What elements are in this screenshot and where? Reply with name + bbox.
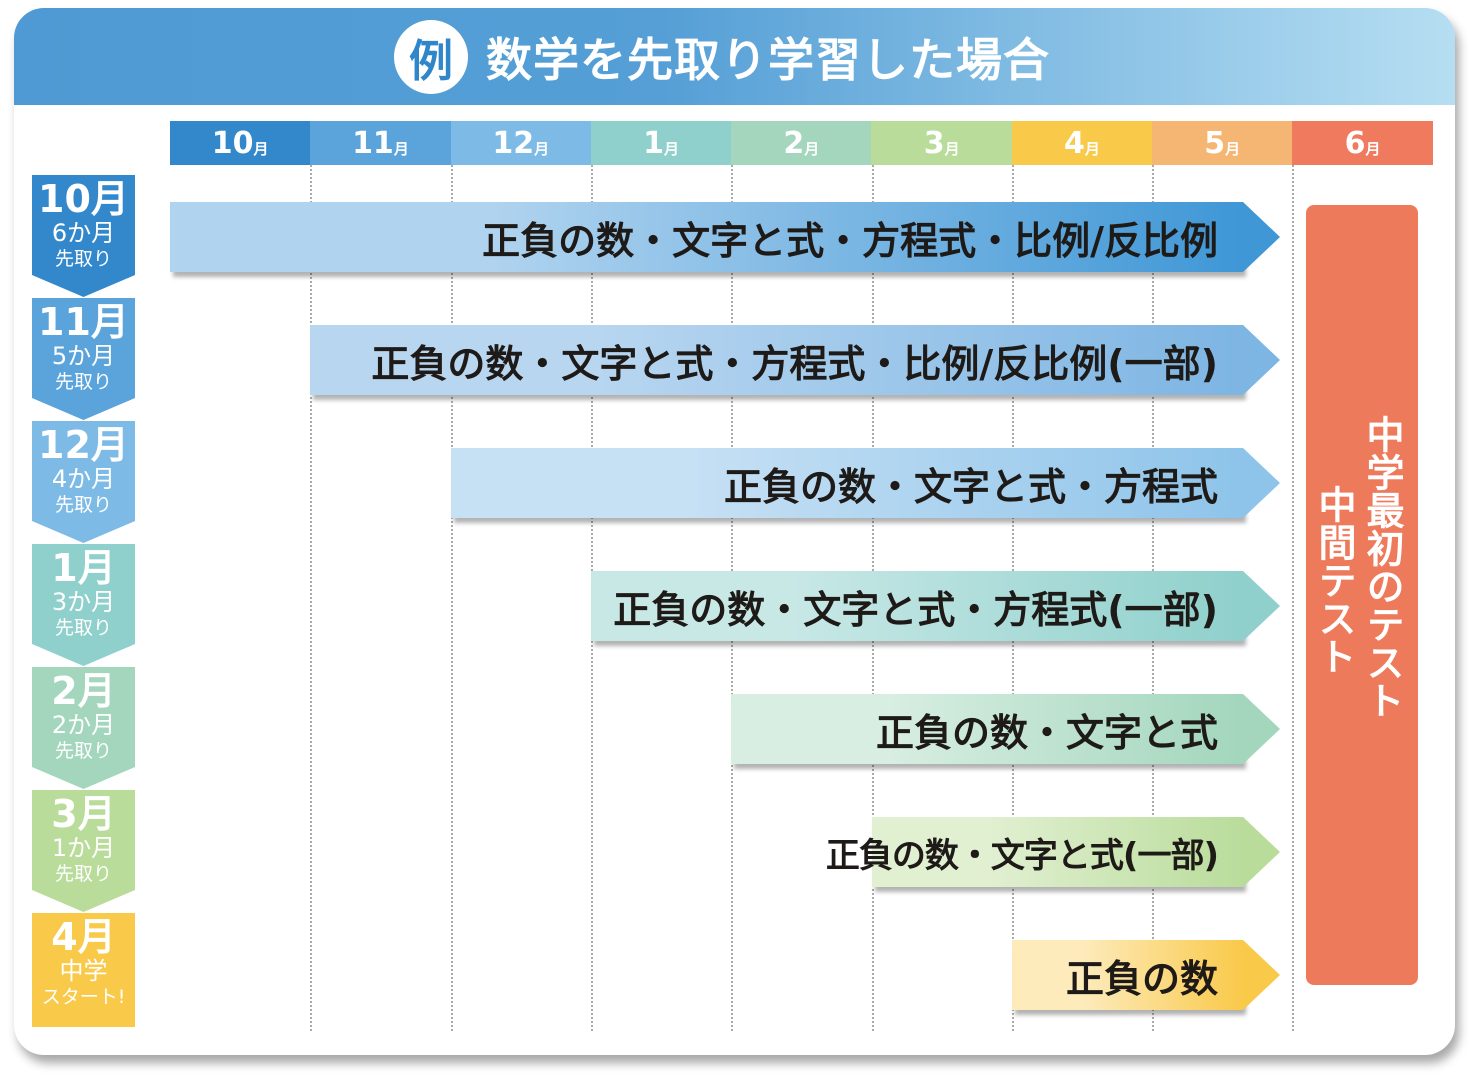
month-number: 1 — [643, 125, 664, 161]
month-unit: 月 — [1365, 139, 1381, 158]
start-month: 4月 — [51, 915, 116, 959]
start-label: 4月中学スタート! — [32, 913, 135, 1027]
midterm-test-box: 中学最初のテスト 中間テスト — [1306, 205, 1418, 985]
header-banner: 例 数学を先取り学習した場合 — [14, 8, 1455, 105]
month-unit: 月 — [1084, 139, 1100, 158]
bar-label: 正負の数・文字と式・方程式・比例/反比例 — [482, 218, 1218, 263]
bar-label: 正負の数・文字と式・方程式 — [723, 464, 1218, 509]
start-note: 先取り — [54, 371, 112, 393]
start-duration: 中学 — [59, 957, 108, 985]
arrow-head-icon — [1242, 448, 1280, 518]
month-divider — [1292, 165, 1295, 1031]
start-note: 先取り — [54, 617, 112, 639]
month-unit: 月 — [944, 139, 960, 158]
month-number: 2 — [783, 125, 805, 161]
month-number: 10 — [211, 125, 254, 161]
arrow-head-icon — [1242, 940, 1280, 1010]
month-unit: 月 — [1225, 139, 1241, 158]
bar-label: 正負の数・文字と式・方程式・比例/反比例(一部) — [371, 341, 1218, 386]
start-duration: 5か月 — [51, 342, 116, 370]
curriculum-bar: 正負の数 — [1011, 940, 1280, 1010]
bar-label: 正負の数 — [1065, 956, 1218, 1001]
start-duration: 2か月 — [51, 711, 116, 739]
start-month: 3月 — [51, 792, 116, 836]
first-test-label: 中学最初のテスト — [1360, 415, 1404, 719]
start-month: 11月 — [38, 300, 129, 344]
start-month: 1月 — [51, 546, 116, 590]
bar-label: 正負の数・文字と式 — [875, 710, 1218, 755]
month-number: 3 — [923, 125, 945, 161]
start-duration: 6か月 — [51, 219, 116, 247]
start-note: 先取り — [54, 863, 112, 885]
curriculum-bar: 正負の数・文字と式・方程式・比例/反比例 — [170, 202, 1280, 272]
start-month: 10月 — [38, 177, 129, 221]
month-unit: 月 — [804, 139, 820, 158]
month-unit: 月 — [253, 139, 269, 158]
month-divider — [450, 165, 453, 1031]
month-number: 4 — [1063, 125, 1085, 161]
month-number: 5 — [1204, 125, 1226, 161]
midterm-label: 中間テスト — [1312, 485, 1356, 675]
curriculum-bar: 正負の数・文字と式・方程式 — [450, 448, 1280, 518]
start-note: 先取り — [54, 494, 112, 516]
page-title: 数学を先取り学習した場合 — [486, 33, 1050, 87]
month-unit: 月 — [663, 139, 679, 158]
arrow-head-icon — [1242, 571, 1280, 641]
bar-label: 正負の数・文字と式(一部) — [825, 835, 1219, 876]
start-note: スタート! — [41, 986, 126, 1008]
curriculum-bar: 正負の数・文字と式 — [731, 694, 1280, 764]
month-unit: 月 — [534, 139, 550, 158]
arrow-head-icon — [1243, 817, 1280, 887]
arrow-head-icon — [1243, 202, 1280, 272]
curriculum-bar: 正負の数・文字と式・方程式(一部) — [590, 571, 1280, 641]
start-month: 2月 — [51, 669, 116, 713]
start-duration: 1か月 — [51, 834, 116, 862]
arrow-head-icon — [1242, 325, 1280, 395]
month-divider — [310, 165, 313, 1031]
start-note: 先取り — [54, 248, 112, 270]
curriculum-bar: 正負の数・文字と式(一部) — [826, 817, 1280, 887]
month-number: 11 — [352, 125, 394, 161]
example-badge: 例 — [394, 20, 468, 94]
month-unit: 月 — [393, 139, 409, 158]
month-number: 12 — [492, 125, 535, 161]
month-number: 6 — [1344, 125, 1366, 161]
arrow-head-icon — [1242, 694, 1280, 764]
start-note: 先取り — [54, 740, 112, 762]
bar-label: 正負の数・文字と式・方程式(一部) — [613, 587, 1218, 632]
start-duration: 4か月 — [51, 465, 116, 493]
start-month: 12月 — [38, 423, 129, 467]
start-duration: 3か月 — [51, 588, 116, 616]
curriculum-bar: 正負の数・文字と式・方程式・比例/反比例(一部) — [310, 325, 1280, 395]
